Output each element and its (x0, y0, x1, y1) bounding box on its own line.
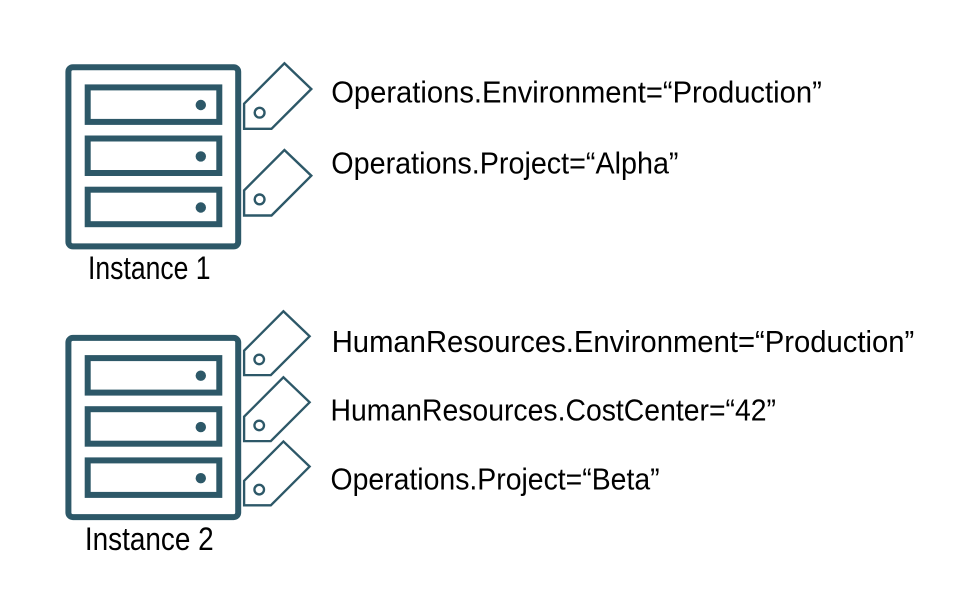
svg-text:Instance 1: Instance 1 (88, 250, 211, 286)
svg-text:HumanResources.Environment=“Pr: HumanResources.Environment=“Production” (332, 325, 915, 359)
svg-text:Operations.Project=“Alpha”: Operations.Project=“Alpha” (331, 147, 678, 181)
svg-text:HumanResources.CostCenter=“42”: HumanResources.CostCenter=“42” (331, 394, 777, 428)
svg-text:Instance 2: Instance 2 (85, 521, 214, 557)
svg-text:Operations.Environment=“Produc: Operations.Environment=“Production” (331, 76, 822, 110)
svg-text:Operations.Project=“Beta”: Operations.Project=“Beta” (331, 463, 660, 497)
